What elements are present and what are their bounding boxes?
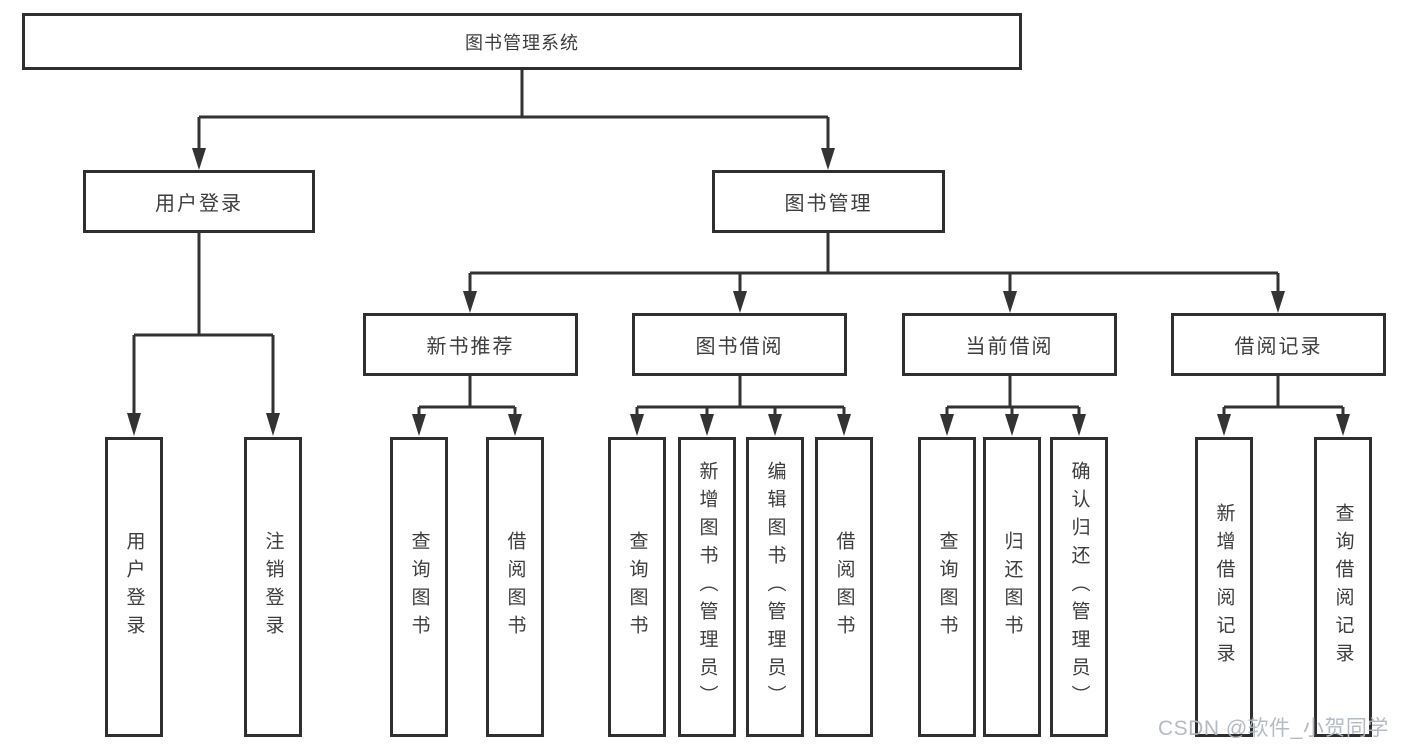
node-book-borrow-label: 图书借阅	[695, 336, 784, 358]
node-new-book-recommend-label: 新书推荐	[426, 336, 515, 358]
leaf-label: 新增借阅记录	[1213, 503, 1235, 671]
arrowhead-icon	[1217, 414, 1231, 436]
node-current-borrow-label: 当前借阅	[965, 336, 1054, 358]
node-user-login-label: 用户登录	[155, 193, 243, 215]
leaf-label: 新增图书（管理员）	[696, 461, 718, 713]
arrowhead-icon	[508, 414, 522, 436]
arrowhead-icon	[940, 414, 954, 436]
node-leaf-borrow-books-2: 借阅图书	[815, 437, 873, 737]
leaf-label: 归还图书	[1001, 531, 1023, 643]
arrowhead-icon	[192, 148, 206, 170]
arrowhead-icon	[1072, 414, 1086, 436]
arrowhead-icon	[1271, 291, 1285, 313]
node-borrow-records-label: 借阅记录	[1234, 336, 1323, 358]
node-leaf-borrow-books-1: 借阅图书	[486, 437, 544, 737]
leaf-label: 用户登录	[123, 531, 145, 643]
node-new-book-recommend: 新书推荐	[363, 313, 578, 376]
node-book-management: 图书管理	[712, 170, 945, 233]
node-leaf-return-books: 归还图书	[983, 437, 1041, 737]
node-leaf-user-login: 用户登录	[105, 437, 163, 737]
leaf-label: 查询图书	[626, 531, 648, 643]
node-root: 图书管理系统	[22, 13, 1022, 70]
arrowhead-icon	[700, 414, 714, 436]
arrowhead-icon	[1336, 414, 1350, 436]
leaf-label: 查询图书	[936, 531, 958, 643]
arrowhead-icon	[127, 413, 141, 436]
node-leaf-logout: 注销登录	[244, 437, 302, 737]
leaf-label: 确认归还（管理员）	[1068, 461, 1090, 713]
arrowhead-icon	[733, 291, 747, 313]
node-leaf-query-books-1: 查询图书	[390, 437, 448, 737]
node-leaf-edit-books-admin: 编辑图书（管理员）	[746, 437, 804, 737]
node-book-management-label: 图书管理	[784, 193, 873, 215]
arrowhead-icon	[837, 414, 851, 436]
arrowhead-icon	[463, 291, 477, 313]
node-borrow-records: 借阅记录	[1171, 313, 1386, 376]
csdn-watermark: CSDN @软件_小贺同学	[1158, 717, 1389, 740]
node-book-borrow: 图书借阅	[632, 313, 847, 376]
arrowhead-icon	[1003, 291, 1017, 313]
leaf-label: 查询图书	[408, 531, 430, 643]
node-leaf-query-books-3: 查询图书	[918, 437, 976, 737]
leaf-label: 借阅图书	[833, 531, 855, 643]
leaf-label: 借阅图书	[504, 531, 526, 643]
node-user-login: 用户登录	[83, 170, 315, 233]
arrowhead-icon	[630, 414, 644, 436]
arrowhead-icon	[768, 414, 782, 436]
arrowhead-icon	[1005, 414, 1019, 436]
arrowhead-icon	[412, 414, 426, 436]
node-root-label: 图书管理系统	[465, 32, 579, 53]
arrowhead-icon	[821, 148, 835, 170]
node-leaf-confirm-return-admin: 确认归还（管理员）	[1050, 437, 1108, 737]
node-leaf-query-books-2: 查询图书	[608, 437, 666, 737]
leaf-label: 注销登录	[262, 531, 284, 643]
node-current-borrow: 当前借阅	[902, 313, 1117, 376]
leaf-label: 编辑图书（管理员）	[764, 461, 786, 713]
arrowhead-icon	[266, 413, 280, 436]
node-leaf-add-books-admin: 新增图书（管理员）	[678, 437, 736, 737]
node-leaf-query-borrow-record: 查询借阅记录	[1314, 437, 1372, 737]
leaf-label: 查询借阅记录	[1332, 503, 1354, 671]
node-leaf-add-borrow-record: 新增借阅记录	[1195, 437, 1253, 737]
